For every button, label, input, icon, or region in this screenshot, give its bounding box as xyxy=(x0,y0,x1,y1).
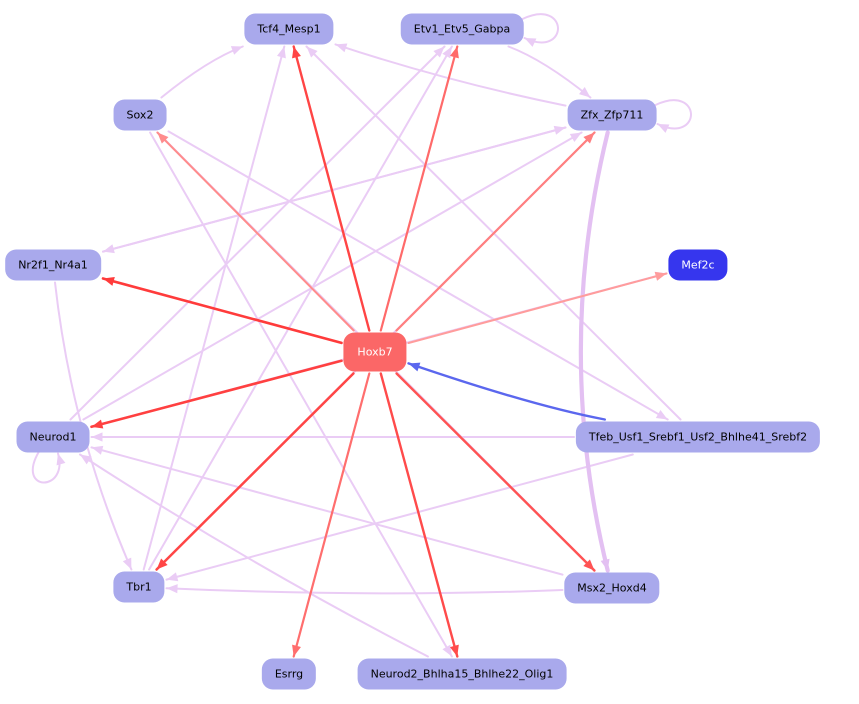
arrowhead-zfx-tcf4 xyxy=(335,43,348,53)
node-label-neurod1: Neurod1 xyxy=(29,430,77,444)
edge-neurod1-neurod1 xyxy=(31,450,61,484)
arrowhead-tbr1-etv1 xyxy=(442,46,452,59)
node-label-nr2f1: Nr2f1_Nr4a1 xyxy=(18,258,88,272)
node-tcf4: Tcf4_Mesp1 xyxy=(244,13,334,45)
edge-sox2-tfeb xyxy=(167,130,669,421)
edge-etv1-zfx xyxy=(507,45,592,99)
node-neurod2: Neurod2_Bhlha15_Bhlhe22_Olig1 xyxy=(357,658,567,690)
node-label-esrrg: Esrrg xyxy=(274,667,304,681)
edge-neurod1-zfx xyxy=(82,131,583,421)
node-label-tbr1: Tbr1 xyxy=(126,580,152,594)
arrowhead-hoxb7-etv1 xyxy=(449,46,459,59)
arrowhead-neurod1-zfx xyxy=(569,132,582,142)
edge-zfx-zfx xyxy=(654,99,692,130)
arrowhead-hoxb7-neurod2 xyxy=(449,644,459,657)
node-label-hoxb7: Hoxb7 xyxy=(357,345,393,359)
node-msx2: Msx2_Hoxd4 xyxy=(564,572,660,604)
arrowhead-tfeb-tbr1 xyxy=(166,572,179,582)
edge-hoxb7-tcf4 xyxy=(292,45,371,332)
node-label-msx2: Msx2_Hoxd4 xyxy=(577,581,647,595)
node-tbr1: Tbr1 xyxy=(113,571,165,603)
arrowhead-hoxb7-mef2c xyxy=(654,271,667,281)
arrowhead-neurod1-neurod1 xyxy=(56,453,66,466)
edge-hoxb7-etv1 xyxy=(379,45,459,332)
arrowhead-msx2-neurod1 xyxy=(91,445,104,455)
edge-neurod2-neurod1 xyxy=(79,453,429,658)
arrowhead-hoxb7-esrrg xyxy=(292,644,301,657)
arrowhead-tfeb-tcf4 xyxy=(306,46,318,58)
edge-hoxb7-sox2 xyxy=(156,131,355,332)
arrowhead-hoxb7-neurod1 xyxy=(91,419,104,429)
edge-zfx-msx2 xyxy=(578,130,610,573)
edge-tfeb-tbr1 xyxy=(165,453,634,581)
edge-msx2-tbr1 xyxy=(165,587,564,595)
node-etv1: Etv1_Etv5_Gabpa xyxy=(400,13,524,45)
node-zfx: Zfx_Zfp711 xyxy=(567,99,657,131)
arrowhead-hoxb7-sox2 xyxy=(157,132,169,144)
node-label-tcf4: Tcf4_Mesp1 xyxy=(257,22,321,36)
edge-hoxb7-esrrg xyxy=(292,372,371,658)
edge-hoxb7-neurod2 xyxy=(379,372,459,658)
node-sox2: Sox2 xyxy=(113,99,167,131)
edge-hoxb7-msx2 xyxy=(395,372,596,572)
node-tfeb: Tfeb_Usf1_Srebf1_Usf2_Bhlhe41_Srebf2 xyxy=(575,421,821,453)
node-neurod1: Neurod1 xyxy=(16,421,90,453)
arrowhead-hoxb7-msx2 xyxy=(583,559,595,571)
edge-hoxb7-tbr1 xyxy=(155,372,355,571)
edge-etv1-etv1 xyxy=(521,13,559,44)
node-label-sox2: Sox2 xyxy=(126,108,154,122)
node-mef2c: Mef2c xyxy=(668,249,728,281)
arrowhead-hoxb7-zfx xyxy=(583,132,595,144)
arrowhead-hoxb7-tbr1 xyxy=(156,558,168,570)
edge-zfx-nr2f1 xyxy=(102,126,567,253)
arrowhead-etv1-etv1 xyxy=(524,38,537,47)
edge-hoxb7-neurod1 xyxy=(90,359,343,429)
edge-sox2-neurod2 xyxy=(149,131,453,658)
node-nr2f1: Nr2f1_Nr4a1 xyxy=(5,249,101,281)
node-hoxb7: Hoxb7 xyxy=(343,332,407,372)
node-label-mef2c: Mef2c xyxy=(681,258,715,272)
arrowhead-sox2-neurod2 xyxy=(442,644,452,657)
arrowhead-zfx-msx2 xyxy=(600,558,610,571)
arrowhead-zfx-nr2f1 xyxy=(103,244,115,254)
arrowhead-tfeb-hoxb7 xyxy=(408,362,421,372)
node-esrrg: Esrrg xyxy=(261,658,317,690)
node-label-tfeb: Tfeb_Usf1_Srebf1_Usf2_Bhlhe41_Srebf2 xyxy=(588,430,808,444)
arrowhead-tfeb-neurod1 xyxy=(91,432,103,442)
arrowhead-tbr1-tcf4 xyxy=(276,46,286,59)
arrowhead-sox2-tcf4 xyxy=(230,46,243,55)
arrowhead-msx2-tbr1 xyxy=(166,584,178,594)
node-label-zfx: Zfx_Zfp711 xyxy=(580,108,644,122)
edge-msx2-neurod1 xyxy=(90,446,564,576)
arrowhead-zfx-zfx xyxy=(657,124,670,133)
edge-hoxb7-zfx xyxy=(395,131,596,332)
edge-tbr1-etv1 xyxy=(148,45,453,571)
node-label-neurod2: Neurod2_Bhlha15_Bhlhe22_Olig1 xyxy=(370,667,554,681)
node-label-etv1: Etv1_Etv5_Gabpa xyxy=(413,22,511,36)
edge-hoxb7-mef2c xyxy=(407,272,668,344)
arrowhead-neurod1-etv1 xyxy=(433,46,445,58)
arrowhead-sox2-tfeb xyxy=(655,410,668,420)
arrowhead-hoxb7-nr2f1 xyxy=(103,276,115,286)
arrowhead-nr2f1-tbr1 xyxy=(122,557,132,570)
edge-hoxb7-nr2f1 xyxy=(101,277,343,345)
arrowhead-hoxb7-tcf4 xyxy=(292,46,301,59)
arrowhead-etv1-zfx xyxy=(578,87,591,98)
arrowhead-neurod2-neurod1 xyxy=(79,454,92,465)
edge-tfeb-hoxb7 xyxy=(407,362,606,421)
